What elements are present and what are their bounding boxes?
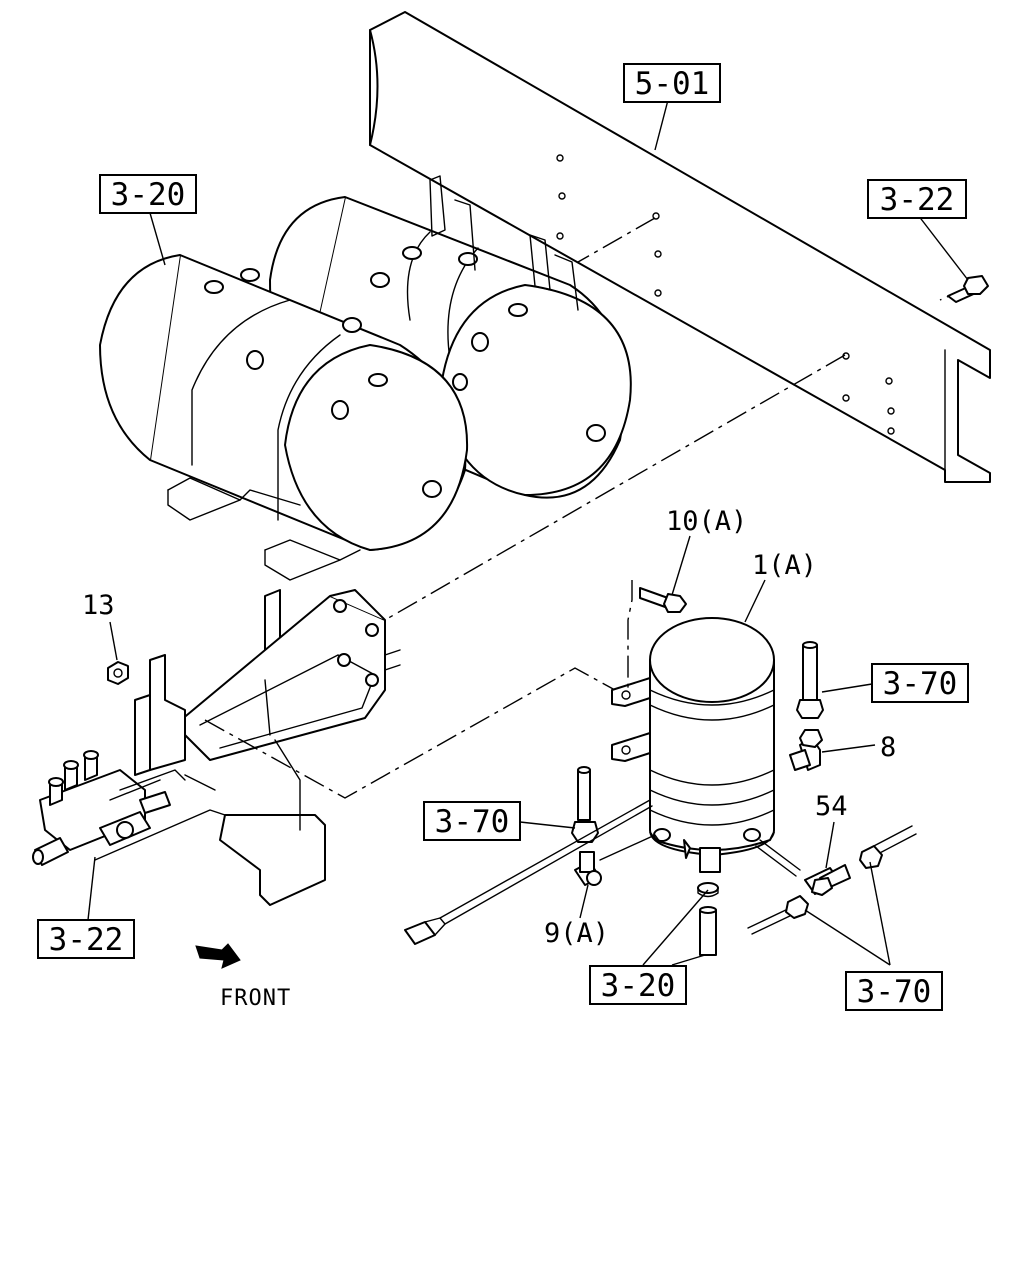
air-tanks xyxy=(99,175,632,581)
svg-text:3-20: 3-20 xyxy=(111,177,186,213)
ref-box-3-20-bottom: 3-20 xyxy=(589,965,687,1005)
tee-fitting-icon xyxy=(755,839,851,896)
frame-rail xyxy=(369,11,991,483)
front-label: FRONT xyxy=(220,986,291,1011)
svg-text:3-22: 3-22 xyxy=(880,182,955,218)
mounting-bracket xyxy=(94,589,401,906)
ref-box-3-70-left: 3-70 xyxy=(423,801,521,841)
ref-box-3-20-tanks: 3-20 xyxy=(99,174,197,214)
ref-box-3-70-bottom: 3-70 xyxy=(845,971,943,1011)
svg-text:3-70: 3-70 xyxy=(435,804,510,840)
part-label-13: 13 xyxy=(82,590,115,621)
part-label-54: 54 xyxy=(815,791,848,822)
svg-text:3-20: 3-20 xyxy=(601,968,676,1004)
elbow-fitting-icon xyxy=(789,729,823,771)
svg-text:3-70: 3-70 xyxy=(883,666,958,702)
svg-text:3-70: 3-70 xyxy=(857,974,932,1010)
part-label-10a: 10(A) xyxy=(666,506,747,537)
ref-box-3-22-top: 3-22 xyxy=(867,179,967,219)
nut-icon xyxy=(107,661,129,685)
svg-text:3-22: 3-22 xyxy=(49,922,124,958)
drain-parts xyxy=(697,882,719,956)
leader-lines xyxy=(87,99,969,966)
bolt-10a-icon xyxy=(639,587,687,613)
front-arrow-icon xyxy=(195,943,241,969)
svg-text:5-01: 5-01 xyxy=(635,66,710,102)
ref-box-5-01: 5-01 xyxy=(623,63,721,103)
pipe-fitting-left xyxy=(571,766,599,843)
ref-box-3-22-bottom: 3-22 xyxy=(37,919,135,959)
bolt-icon xyxy=(947,275,989,303)
ref-box-3-70-right: 3-70 xyxy=(871,663,969,703)
elbow-fitting-9a-icon xyxy=(574,834,661,886)
air-dryer xyxy=(611,617,775,873)
wire-connector xyxy=(404,799,653,945)
part-label-9a: 9(A) xyxy=(544,918,609,949)
pipe-ends-right xyxy=(747,825,917,935)
valve-assembly xyxy=(32,750,186,866)
part-label-8: 8 xyxy=(880,732,896,763)
pipe-fitting-right xyxy=(796,641,824,719)
part-label-1a: 1(A) xyxy=(752,550,817,581)
